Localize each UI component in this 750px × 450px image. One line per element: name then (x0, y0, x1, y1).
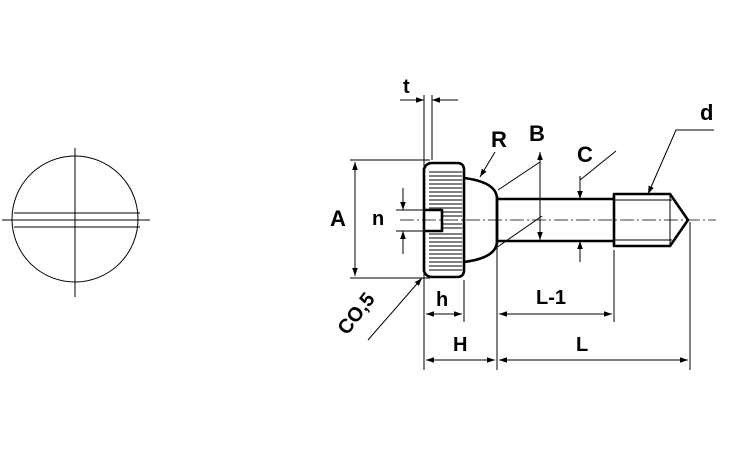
leader-lines (367, 129, 714, 341)
label-R: R (491, 127, 507, 152)
label-d: d (700, 100, 713, 125)
extension-lines (350, 95, 691, 370)
label-A: A (330, 206, 346, 231)
leader-R (479, 151, 496, 178)
dimension-lines (352, 97, 688, 363)
leader-d (647, 129, 714, 195)
leader-B-lower (495, 215, 543, 249)
label-n: n (372, 208, 384, 230)
label-chamfer: CO,5 (334, 289, 380, 339)
label-B: B (529, 121, 545, 146)
end-view (2, 148, 150, 297)
label-h: h (436, 289, 448, 311)
leader-C (579, 150, 617, 181)
head-slot (424, 208, 444, 233)
knurl-pattern (429, 171, 462, 271)
label-H: H (453, 334, 467, 356)
leader-B-upper (497, 161, 541, 191)
knurled-head-outline (422, 161, 466, 279)
label-C: C (577, 142, 593, 167)
side-view (400, 161, 716, 279)
label-L: L (576, 334, 588, 356)
label-t: t (403, 76, 410, 98)
leader-chamfer (367, 277, 423, 341)
thread-outline (612, 192, 690, 248)
label-L-1: L-1 (536, 287, 566, 309)
